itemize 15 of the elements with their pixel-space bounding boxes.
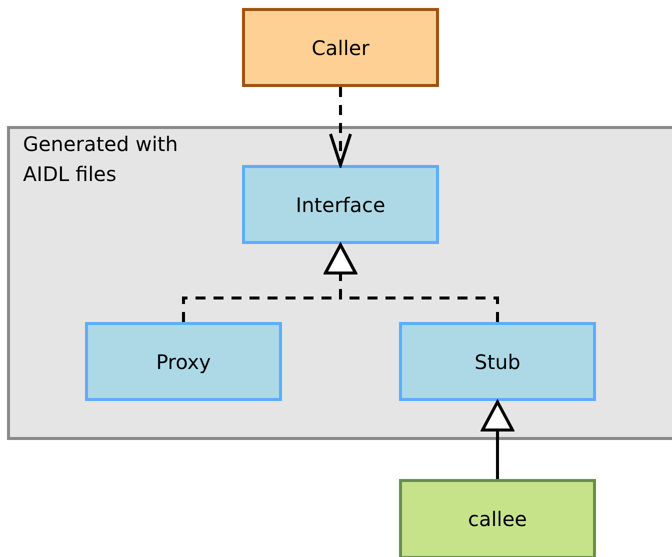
node-label: Caller (312, 34, 370, 62)
process-box (399, 322, 596, 401)
node-label: Interface (296, 192, 386, 218)
node-label: Proxy (156, 348, 211, 376)
process-box (85, 322, 282, 401)
group-label: Generated with AIDL files (23, 131, 179, 188)
arrow (329, 87, 352, 166)
process-box (399, 479, 596, 557)
node-label: Stub (474, 348, 520, 376)
node-label: callee (468, 506, 527, 533)
process-box (242, 8, 439, 87)
arrow (481, 400, 514, 479)
group-panel (7, 126, 672, 440)
arrow (324, 244, 499, 322)
process-box (242, 165, 439, 244)
